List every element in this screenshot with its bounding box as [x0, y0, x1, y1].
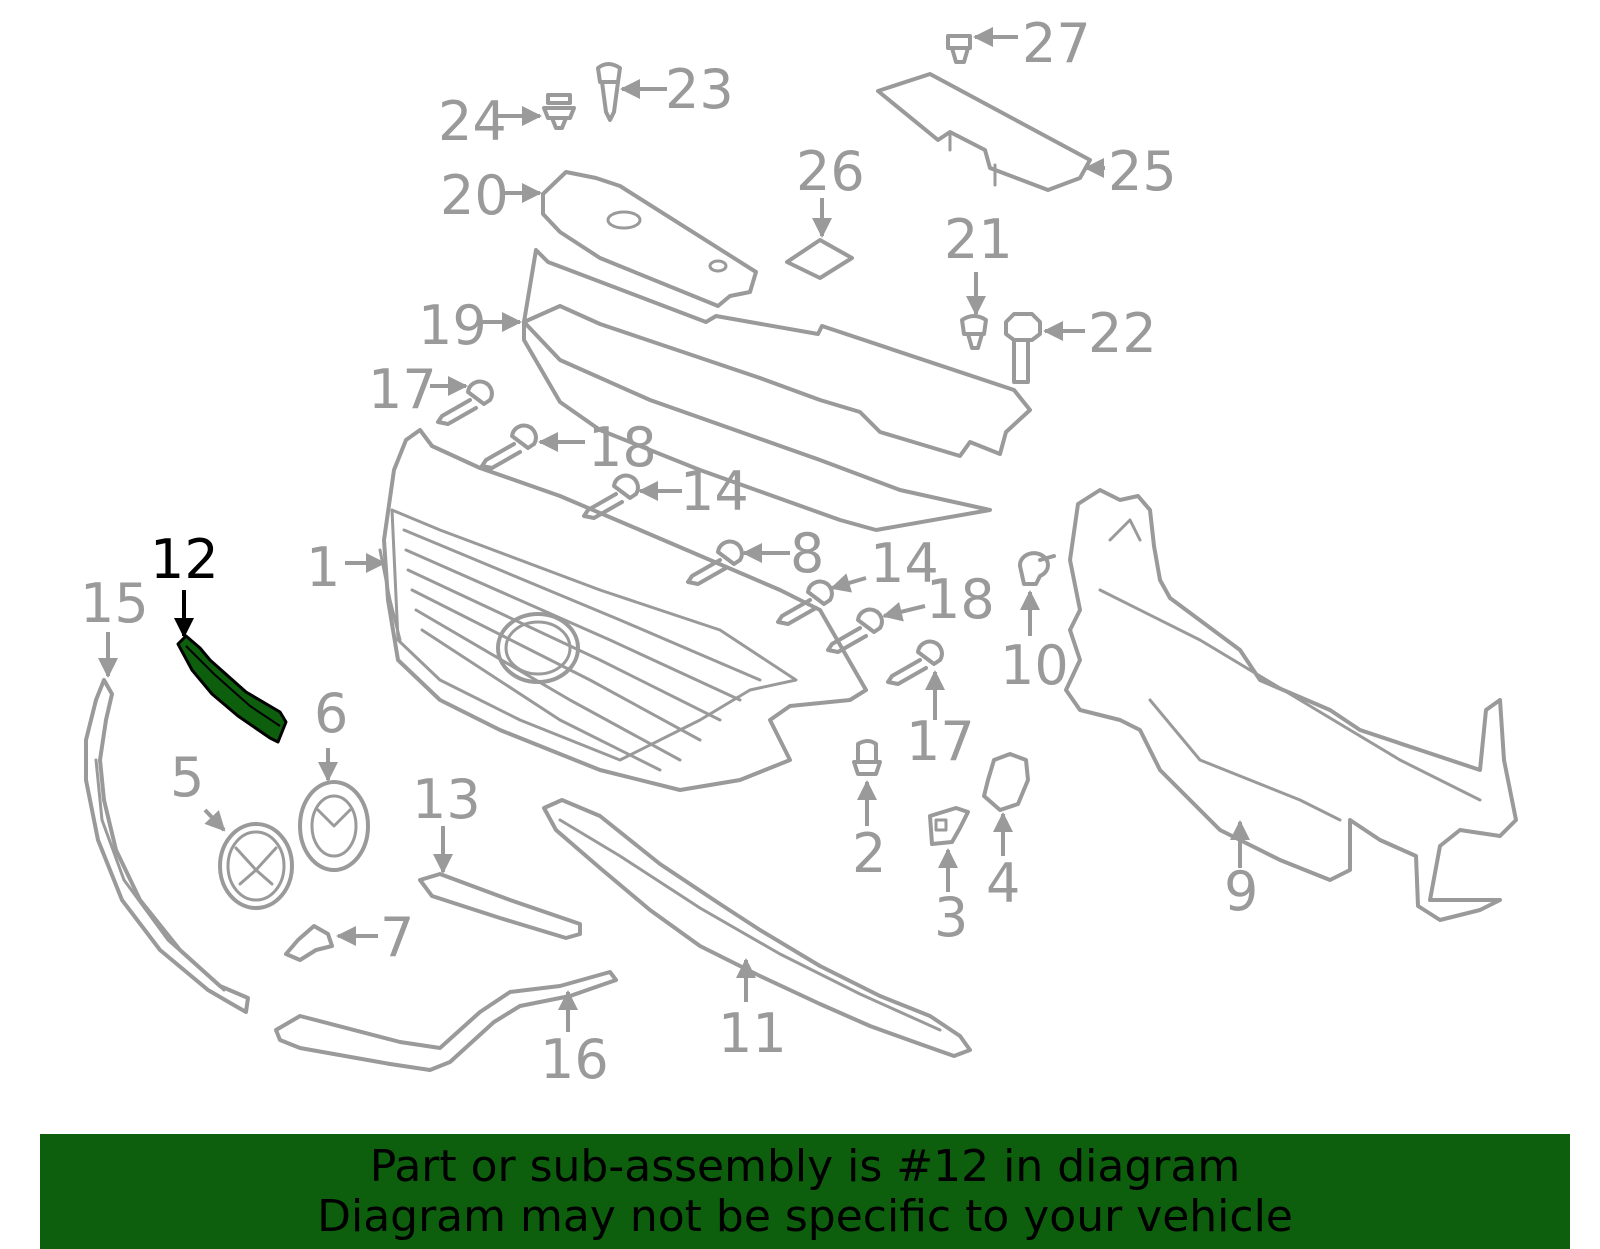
part-26-pad	[785, 238, 854, 280]
callout-4: 4	[986, 852, 1020, 915]
part-9-carrier	[1064, 488, 1518, 922]
part-3-bracket	[928, 806, 970, 846]
callout-14-lower: 14	[870, 532, 939, 595]
callout-18-lower: 18	[926, 568, 995, 631]
part-8-screw	[686, 539, 744, 586]
part-10-clip	[1017, 551, 1056, 586]
part-25-shield	[876, 72, 1092, 192]
part-18-screw-lower	[826, 607, 884, 654]
callout-15: 15	[80, 572, 149, 635]
callout-20: 20	[440, 164, 509, 227]
callout-19: 19	[418, 294, 487, 357]
part-4-bracket	[982, 752, 1030, 812]
callout-22: 22	[1088, 302, 1157, 365]
part-13-molding	[418, 872, 582, 940]
callout-17-upper: 17	[368, 358, 437, 421]
callout-24: 24	[438, 90, 507, 153]
callout-9: 9	[1224, 860, 1258, 923]
callout-8: 8	[790, 522, 824, 585]
callout-7: 7	[380, 906, 414, 969]
callout-14-upper: 14	[680, 460, 749, 523]
part-19-upper-seal	[522, 248, 1032, 532]
callout-3: 3	[934, 886, 968, 949]
part-22-bolt	[1004, 312, 1042, 384]
part-11-lower-reinforcement	[542, 798, 972, 1058]
part-16-lower-molding	[274, 970, 618, 1072]
callout-5: 5	[170, 746, 204, 809]
banner-line-1: Part or sub-assembly is #12 in diagram	[369, 1141, 1241, 1192]
part-6-emblem-base	[298, 780, 370, 872]
callout-21: 21	[944, 208, 1013, 271]
part-2-clip	[852, 739, 882, 776]
part-24-clip	[542, 93, 576, 130]
banner-line-2: Diagram may not be specific to your vehi…	[317, 1191, 1293, 1242]
callout-12: 12	[150, 528, 219, 591]
callout-2: 2	[852, 822, 886, 885]
callout-16: 16	[540, 1028, 609, 1091]
part-18-screw-upper	[480, 423, 538, 470]
part-15-side-molding	[84, 678, 250, 1014]
callout-26: 26	[796, 140, 865, 203]
part-1-grille	[378, 428, 868, 792]
part-27-clip	[946, 34, 972, 64]
callout-18-upper: 18	[588, 416, 657, 479]
part-21-clip	[960, 314, 988, 350]
part-12-molding	[176, 634, 288, 744]
part-7-clip	[284, 924, 334, 962]
callout-23: 23	[665, 58, 734, 121]
part-20-upper-panel	[541, 170, 758, 308]
callout-6: 6	[314, 682, 348, 745]
info-banner: Part or sub-assembly is #12 in diagram D…	[40, 1134, 1570, 1249]
callout-25: 25	[1108, 140, 1177, 203]
part-17-screw-upper	[436, 379, 494, 426]
part-14-screw-lower	[776, 579, 834, 626]
part-5-emblem	[218, 822, 294, 910]
callout-10: 10	[1000, 634, 1069, 697]
part-23-pin	[596, 62, 622, 122]
callout-27: 27	[1022, 12, 1091, 75]
part-17-screw-lower	[886, 639, 944, 686]
callout-13: 13	[412, 768, 481, 831]
callout-1: 1	[306, 536, 340, 599]
callout-17-lower: 17	[906, 710, 975, 773]
callout-11: 11	[718, 1002, 787, 1065]
